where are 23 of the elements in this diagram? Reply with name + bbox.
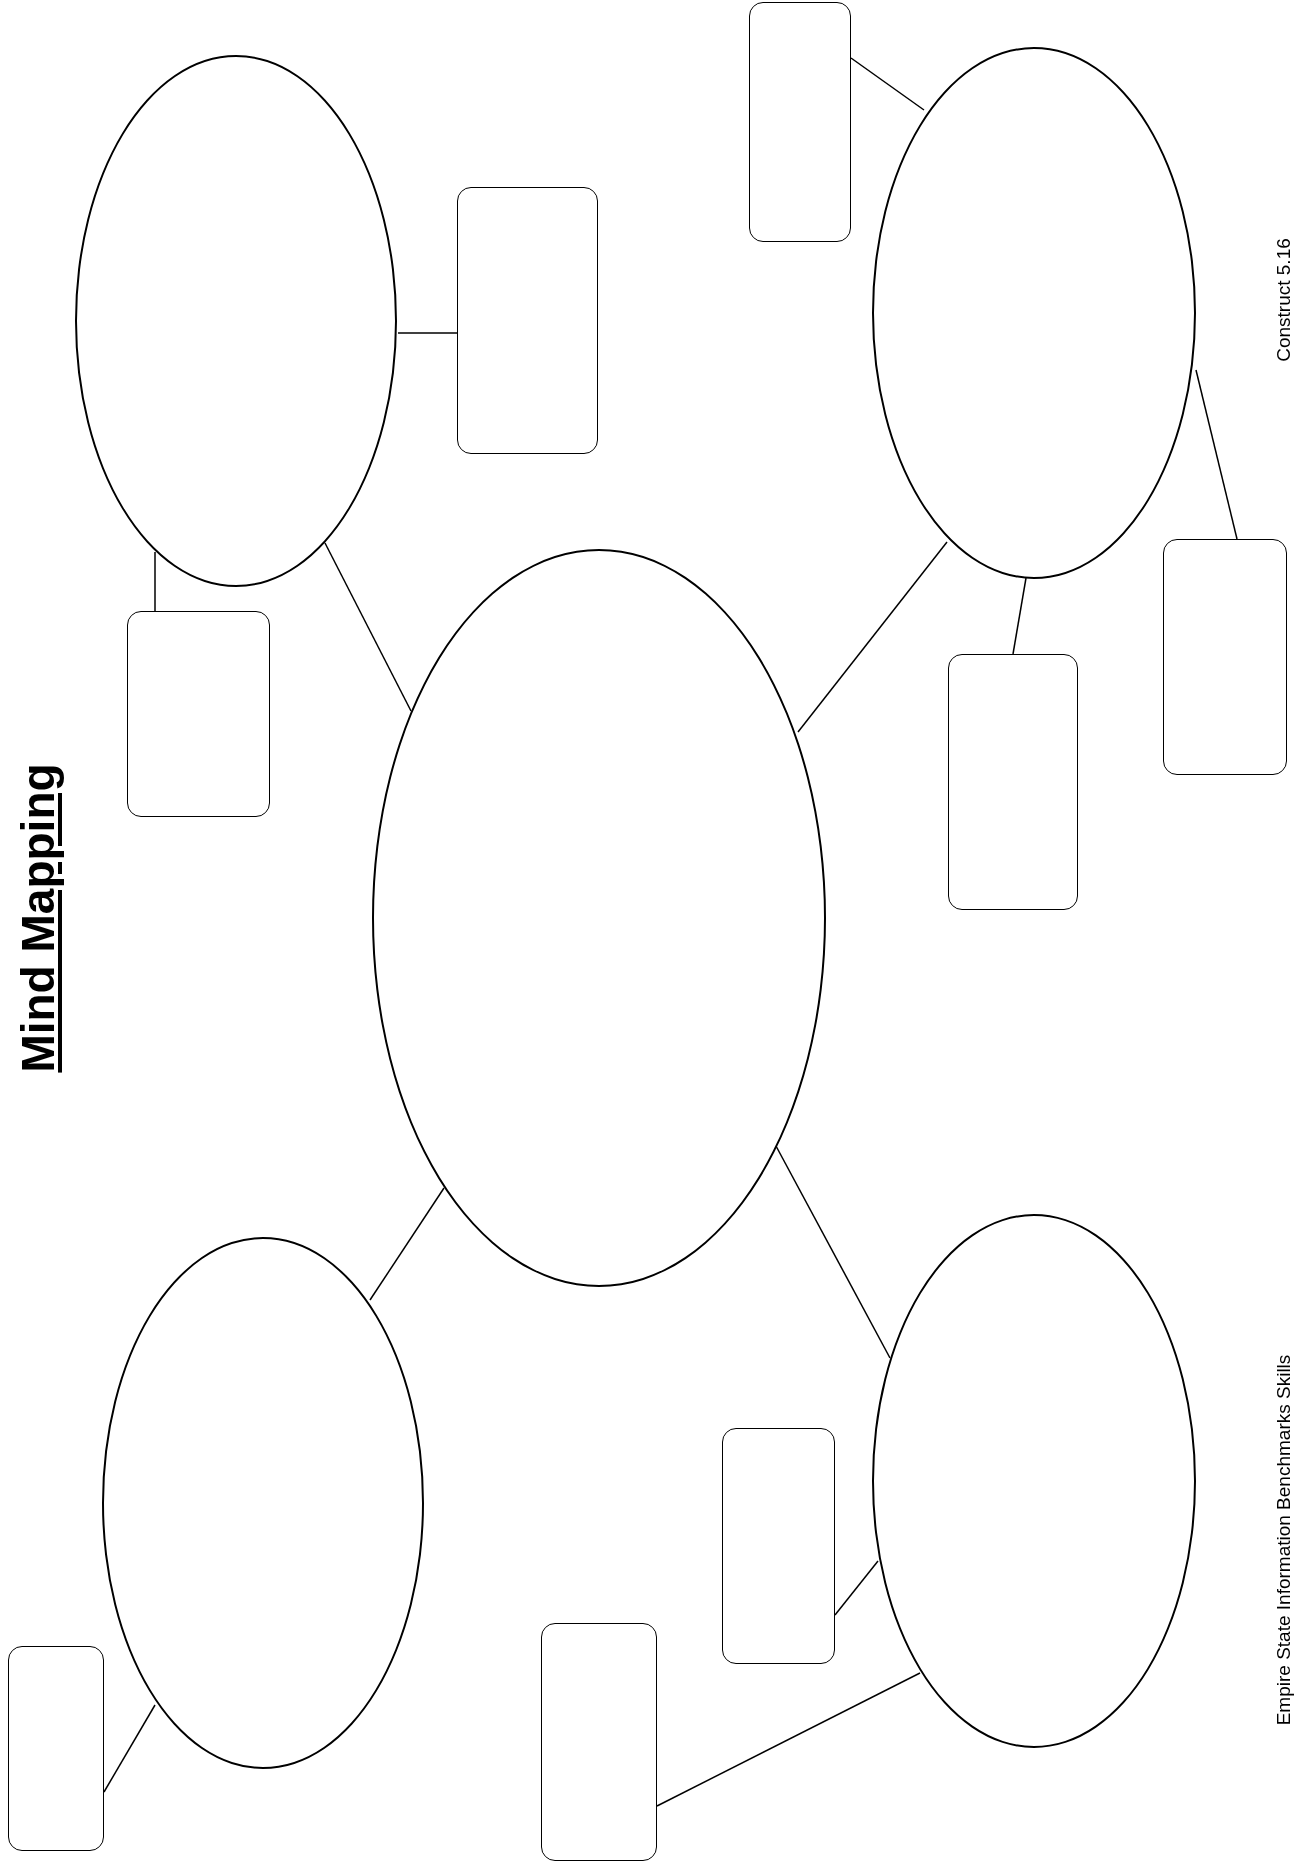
blank-box: [1163, 539, 1287, 775]
blank-box: [722, 1428, 835, 1664]
blank-box: [8, 1646, 104, 1851]
blank-box: [127, 611, 270, 817]
connector-line: [369, 1187, 445, 1301]
blank-box: [948, 654, 1078, 910]
blank-box: [541, 1623, 657, 1861]
connector-line: [103, 1704, 156, 1793]
connector-line: [656, 1672, 921, 1807]
connector-line: [834, 1560, 879, 1616]
connector-line: [1195, 369, 1238, 540]
blank-box: [749, 2, 851, 242]
page-note: Construct 5.16: [1273, 238, 1295, 362]
blank-box: [457, 187, 598, 454]
connector-line: [154, 551, 156, 612]
connector-line: [1012, 577, 1027, 655]
page-note: Empire State Information Benchmarks Skills: [1273, 1354, 1295, 1726]
connector-line: [324, 542, 412, 712]
connector-line: [775, 1145, 891, 1359]
title: Mind Mapping: [11, 763, 65, 1073]
connector-line: [397, 332, 458, 334]
connector-line: [850, 57, 925, 111]
connector-line: [797, 541, 948, 733]
